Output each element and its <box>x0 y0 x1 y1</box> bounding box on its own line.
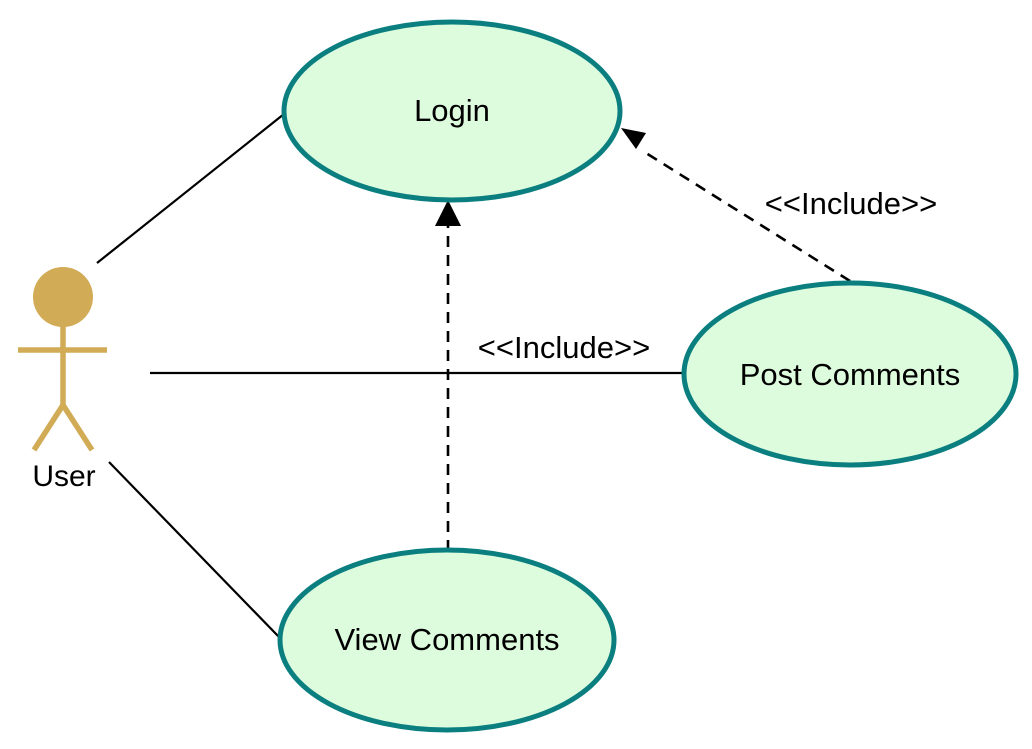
arrowhead-post-comments-login <box>621 128 646 149</box>
use-case-login: Login <box>281 19 623 203</box>
actor-right-leg <box>60 403 95 452</box>
actor-user-label: User <box>32 460 95 493</box>
use-case-post-comments: Post Comments <box>681 280 1019 468</box>
include-label-view-comments-login: <<Include>> <box>478 330 650 365</box>
include-label-post-comments-login: <<Include>> <box>765 186 937 221</box>
association-user-login <box>96 113 285 264</box>
use-case-view-comments: View Comments <box>277 547 617 733</box>
actor-left-leg <box>31 403 66 452</box>
association-user-view-comments <box>108 461 280 638</box>
include-line-post-comments-login <box>645 151 851 283</box>
actor-head <box>33 267 93 327</box>
post-comments-label: Post Comments <box>740 357 961 392</box>
post-comments-ellipse <box>681 280 1019 468</box>
view-comments-label: View Comments <box>334 622 559 657</box>
arrowhead-view-comments-login <box>435 200 461 226</box>
actor-user: User <box>18 267 107 493</box>
login-ellipse <box>281 19 623 203</box>
login-label: Login <box>414 93 490 128</box>
view-comments-ellipse <box>277 547 617 733</box>
